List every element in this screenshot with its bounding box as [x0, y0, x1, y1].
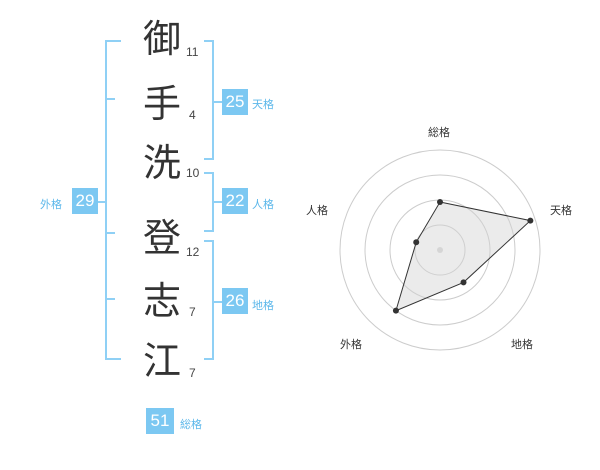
chikaku-bracket-top — [204, 240, 214, 242]
gaikaku-value: 29 — [72, 188, 98, 214]
soukaku-label: 総格 — [180, 418, 202, 431]
stroke-count-2: 4 — [189, 108, 196, 122]
gaikaku-bracket-tick — [105, 232, 115, 234]
stroke-count-4: 12 — [186, 245, 200, 259]
stroke-count-3: 10 — [186, 166, 200, 180]
jinkaku-bracket-connector — [212, 201, 222, 203]
stroke-count-1: 11 — [186, 45, 199, 59]
chikaku-label: 地格 — [252, 299, 274, 312]
radar-point-5 — [413, 239, 420, 246]
radar-label-gaikaku: 外格 — [340, 338, 362, 351]
radar-point-3 — [460, 279, 467, 286]
gaikaku-bracket-tick — [105, 298, 115, 300]
chikaku-bracket-vertical — [212, 240, 214, 360]
tenkaku-value: 25 — [222, 89, 248, 115]
chikaku-value: 26 — [222, 288, 248, 314]
stroke-count-5: 7 — [189, 305, 196, 319]
name-char-4: 登 — [142, 216, 181, 260]
jinkaku-bracket-bottom — [204, 230, 214, 232]
radar-label-tenkaku: 天格 — [550, 204, 572, 217]
radar-point-1 — [437, 199, 443, 205]
jinkaku-bracket-top — [204, 172, 214, 174]
tenkaku-bracket-connector — [212, 101, 222, 103]
soukaku-value: 51 — [146, 408, 174, 434]
name-char-5: 志 — [142, 279, 181, 323]
tenkaku-bracket-bottom — [204, 158, 214, 160]
name-char-3: 洗 — [142, 141, 181, 185]
radar-ring-3 — [364, 174, 516, 326]
radar-label-jinkaku: 人格 — [306, 204, 328, 217]
radar-polygon — [395, 201, 532, 312]
gaikaku-bracket-top — [105, 40, 121, 42]
gaikaku-bracket-bottom — [105, 358, 121, 360]
radar-point-4 — [392, 307, 399, 314]
gaikaku-bracket-tick — [105, 98, 115, 100]
gaikaku-bracket-vertical — [105, 40, 107, 360]
tenkaku-bracket-top — [204, 40, 214, 42]
jinkaku-label: 人格 — [252, 198, 274, 211]
jinkaku-value: 22 — [222, 188, 248, 214]
radar-ring-4 — [339, 149, 541, 351]
name-char-2: 手 — [142, 82, 181, 126]
chikaku-bracket-bottom — [204, 358, 214, 360]
radar-point-2 — [527, 217, 534, 224]
gaikaku-label: 外格 — [40, 198, 62, 211]
tenkaku-label: 天格 — [252, 98, 274, 111]
radar-label-soukaku: 総格 — [428, 126, 450, 139]
name-char-6: 江 — [142, 339, 181, 383]
gaikaku-bracket-connector — [98, 201, 107, 203]
name-char-1: 御 — [142, 17, 181, 61]
radar-ring-1 — [414, 224, 466, 276]
stroke-count-6: 7 — [189, 366, 196, 380]
radar-label-chikaku: 地格 — [511, 338, 533, 351]
tenkaku-bracket-vertical — [212, 40, 214, 160]
radar-center — [437, 247, 443, 253]
chikaku-bracket-connector — [212, 301, 222, 303]
